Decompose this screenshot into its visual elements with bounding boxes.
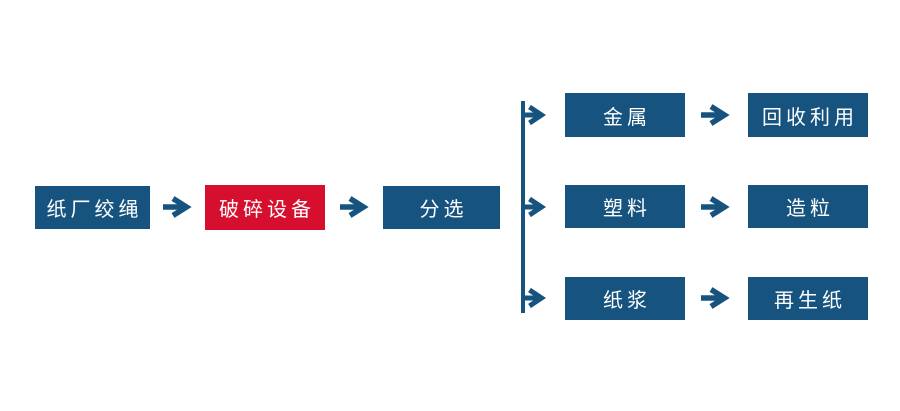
node-metal: 金属 — [565, 93, 685, 137]
right-arrow-icon — [700, 287, 732, 309]
right-arrow-icon — [700, 196, 732, 218]
node-crushing-equipment: 破碎设备 — [205, 185, 325, 230]
branch-right-arrow-icon — [522, 196, 549, 218]
node-sorting: 分选 — [383, 186, 500, 229]
right-arrow-icon — [162, 196, 194, 218]
node-recycled-paper: 再生纸 — [748, 277, 868, 320]
right-arrow-icon — [339, 196, 371, 218]
node-paper-mill-rope: 纸厂绞绳 — [35, 186, 150, 229]
node-pulp: 纸浆 — [565, 277, 685, 320]
right-arrow-icon — [700, 104, 732, 126]
branch-right-arrow-icon — [522, 104, 549, 126]
node-granulation: 造粒 — [748, 185, 868, 228]
node-recycling-reuse: 回收利用 — [748, 93, 868, 137]
branch-right-arrow-icon — [522, 287, 549, 309]
node-plastic: 塑料 — [565, 185, 685, 228]
